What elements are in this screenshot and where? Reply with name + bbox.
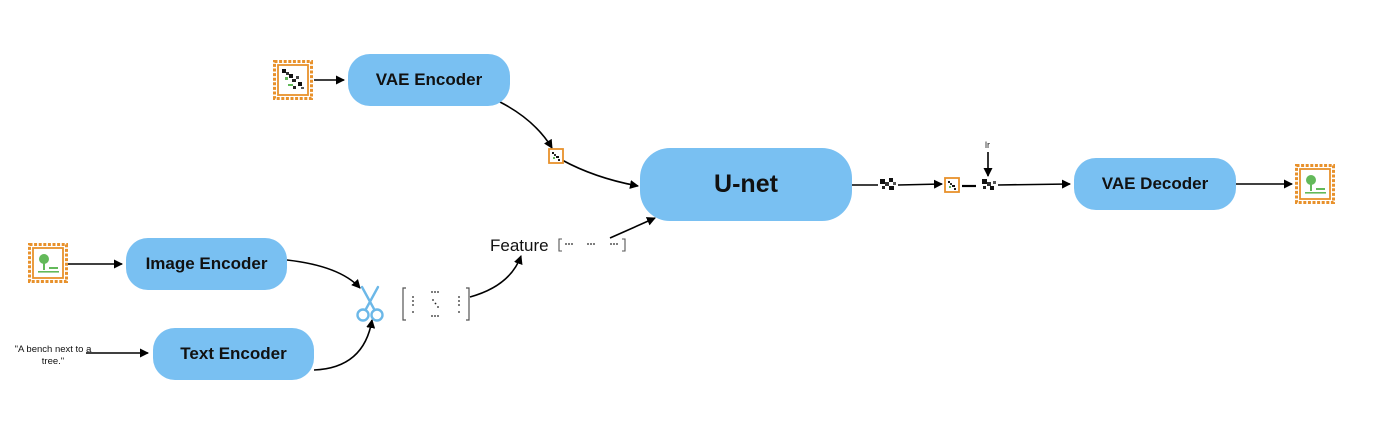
text-encoder-label: Text Encoder bbox=[180, 344, 287, 363]
framed-tree-picture-icon bbox=[1295, 164, 1335, 204]
arrow-noise-to-latent bbox=[897, 179, 943, 189]
noise-pattern-icon bbox=[982, 179, 996, 190]
matrix-bracket-icon bbox=[402, 287, 470, 321]
arrow-image-encoder-to-scissors bbox=[286, 259, 361, 289]
feature-label: Feature bbox=[490, 236, 549, 255]
vae-decoder-label: VAE Decoder bbox=[1101, 174, 1209, 193]
text-prompt: "A bench next to a tree." bbox=[14, 344, 92, 367]
arrow-text-encoder-to-scissors bbox=[313, 319, 376, 371]
framed-noisy-picture-icon bbox=[273, 60, 313, 100]
noise-pattern-icon bbox=[880, 178, 896, 190]
arrow-feature-to-unet bbox=[609, 217, 656, 239]
feature-vector-icon bbox=[558, 238, 626, 252]
arrow-to-vae-decoder bbox=[997, 179, 1071, 189]
latent-tile-icon bbox=[944, 177, 960, 193]
vae-decoder-node[interactable]: VAE Decoder bbox=[1074, 158, 1236, 210]
unet-label: U-net bbox=[714, 170, 778, 198]
image-encoder-node[interactable]: Image Encoder bbox=[126, 238, 287, 290]
scissors-icon bbox=[356, 285, 384, 322]
framed-tree-picture-icon bbox=[28, 243, 68, 283]
arrow-vae-encoder-to-latent bbox=[499, 101, 553, 149]
arrow-latent-to-unet bbox=[561, 159, 639, 189]
image-encoder-label: Image Encoder bbox=[145, 254, 268, 273]
latent-tile-icon bbox=[548, 148, 564, 164]
lr-label: lr bbox=[985, 140, 990, 150]
text-encoder-node[interactable]: Text Encoder bbox=[153, 328, 314, 380]
vae-encoder-node[interactable]: VAE Encoder bbox=[348, 54, 510, 106]
unet-node[interactable]: U-net bbox=[640, 148, 852, 221]
vae-encoder-label: VAE Encoder bbox=[375, 70, 483, 89]
arrow-matrix-to-feature bbox=[469, 255, 523, 298]
